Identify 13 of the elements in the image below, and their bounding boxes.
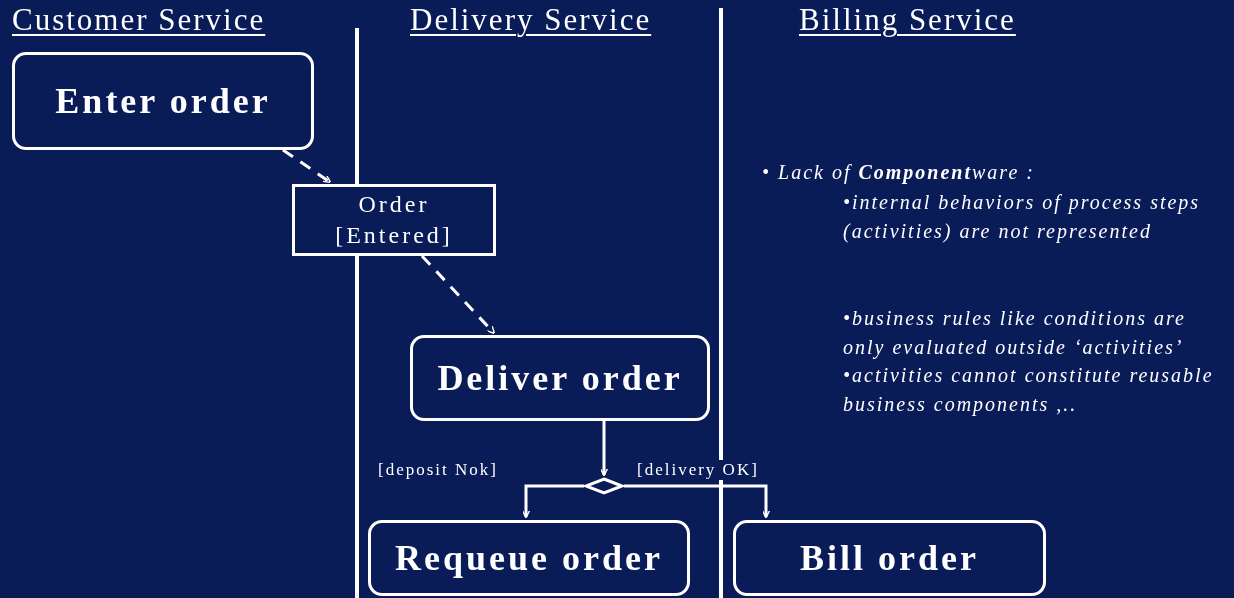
swimlane-header: Delivery Service [410, 2, 652, 38]
note-text: •internal behaviors of process steps (activities) are not represented [843, 190, 1202, 245]
activity-box: Deliver order [410, 335, 710, 421]
note-text: •activities cannot constitute reusable business components ,.. [843, 363, 1215, 418]
activity-box: Bill order [733, 520, 1046, 596]
object-box: Order [Entered] [292, 184, 496, 256]
note-text: • Lack of Componentware : [762, 160, 1036, 186]
note-text: •business rules like conditions are only evaluated outside ‘activities’ [843, 306, 1187, 361]
activity-box: Enter order [12, 52, 314, 150]
activity-box: Requeue order [368, 520, 690, 596]
decision-diamond [584, 477, 624, 495]
swimlane-header: Customer Service [12, 2, 266, 38]
swimlane-header: Billing Service [799, 2, 1016, 38]
